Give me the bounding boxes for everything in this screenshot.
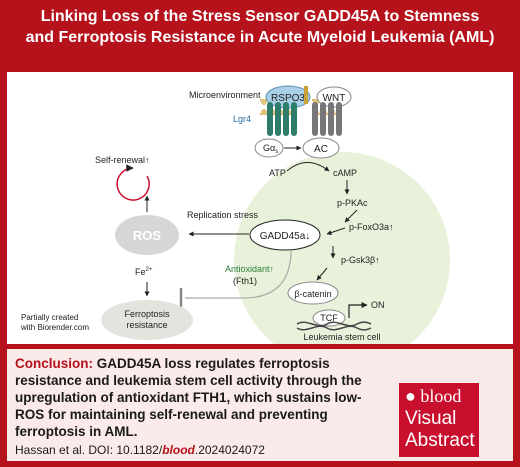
credit-line-2: with Biorender.com [20,323,89,332]
ros-label: ROS [133,228,162,243]
atp-label: ATP [269,168,286,178]
visual-abstract-badge: ● blood Visual Abstract [399,383,479,457]
citation-prefix: Hassan et al. DOI: 10.1182/ [15,443,163,457]
credit-line-1: Partially created [21,313,78,322]
ferroptosis-label-2: resistance [126,320,167,330]
frizzled-receptor [312,102,342,136]
title-line-1: Linking Loss of the Stress Sensor GADD45… [40,8,480,25]
badge-line-1: Visual [405,408,457,429]
microenvironment-label: Microenvironment [189,90,261,100]
gadd45a-node [249,219,321,251]
title-line-2: and Ferroptosis Resistance in Acute Myel… [25,29,495,46]
conclusion-text: Conclusion: GADD45A loss regulates ferro… [15,355,390,440]
leukemia-stem-cell-shape [234,152,450,344]
conclusion-box: Conclusion: GADD45A loss regulates ferro… [7,349,513,461]
antioxidant-inhibition-line [185,249,292,299]
camp-label: cAMP [333,168,357,178]
citation-journal: blood [162,443,195,457]
galpha-s-label: Gαs [263,143,278,155]
lgr4-label: Lgr4 [233,114,251,124]
page-title: Linking Loss of the Stress Sensor GADD45… [0,6,520,48]
citation: Hassan et al. DOI: 10.1182/blood.2024024… [15,443,265,457]
ferroptosis-label-1: Ferroptosis [124,309,170,319]
pathway-diagram: RSPO3 WNT Microenvironment Lgr4 [20,85,450,344]
conclusion-body: GADD45A loss regulates ferroptosis resis… [15,356,362,439]
wnt-label: WNT [323,93,346,104]
ros-node [115,215,179,255]
conclusion-lead: Conclusion: [15,356,93,371]
citation-suffix: .2024024072 [194,443,265,457]
ac-label: AC [314,144,328,155]
foxo3a-to-gadd45a-arrow [326,227,346,235]
transcription-arrow [348,302,368,318]
diagram-panel: RSPO3 WNT Microenvironment Lgr4 [7,72,513,344]
leukemia-stem-cell-label: Leukemia stem cell [303,332,380,342]
galpha-s-shape [254,138,284,158]
blood-logo: ● blood [405,386,462,406]
badge-text: Visual Abstract [405,408,475,452]
replication-stress-label: Replication stress [187,210,259,220]
p-pkac-label: p-PKAc [337,198,368,208]
gsk3b-to-catenin-arrow [316,267,328,281]
fth1-label: (Fth1) [233,276,257,286]
ligand-connector [304,86,308,104]
tcf-label: TCF [320,313,338,323]
self-renewal-label: Self-renewal↑ [95,155,150,165]
fe-label: Fe2+ [135,267,153,277]
on-label: ON [371,300,385,310]
p-gsk3b-label: p-Gsk3β↑ [341,255,380,265]
dna-strand-1 [296,321,372,327]
rspo3-label: RSPO3 [271,93,305,104]
self-renewal-cycle-arrow [116,164,150,201]
beta-catenin-node [287,281,339,305]
antioxidant-label: Antioxidant↑ [225,264,274,274]
beta-catenin-label: β-catenin [294,289,331,299]
pkac-to-foxo3a-arrow [344,209,358,223]
badge-line-2: Abstract [405,430,475,451]
atp-to-camp-arrow [286,162,330,172]
gadd45a-label: GADD45a↓ [260,231,311,242]
ac-shape [302,137,340,159]
ferroptosis-node [101,300,193,340]
lgr4-receptor [267,102,297,136]
dna-strand-2 [296,325,372,331]
p-foxo3a-label: p-FoxO3a↑ [349,222,394,232]
